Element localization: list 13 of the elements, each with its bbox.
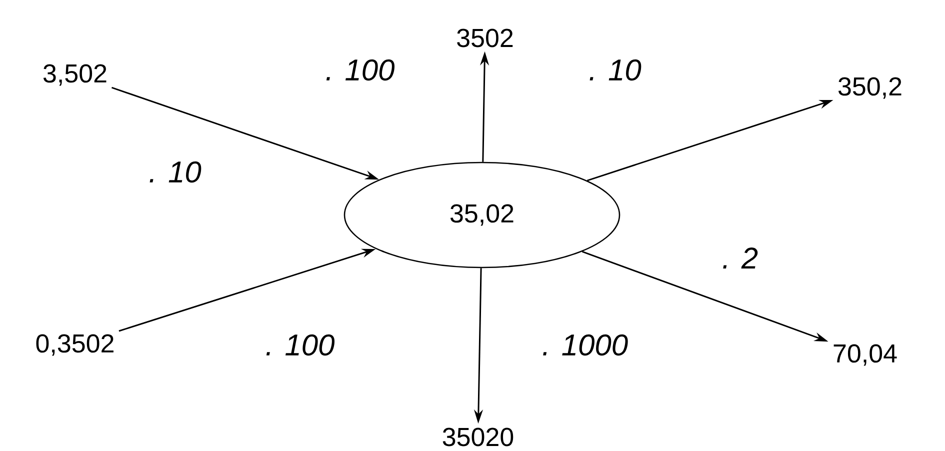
edge-label: . 10	[146, 159, 204, 185]
edge-label: . 100	[263, 332, 337, 358]
number-label: 3502	[457, 28, 513, 48]
edge-label: . 1000	[540, 332, 630, 358]
ellipse-node: 35,02	[344, 162, 620, 268]
number-label: 350,2	[838, 77, 902, 99]
edge-label: . 10	[586, 57, 644, 83]
number-label: 0,3502	[36, 334, 114, 356]
number-label: 35020	[442, 428, 514, 446]
number-label: 3,502	[43, 64, 106, 86]
edge-label: . 100	[323, 57, 397, 83]
edge-label: . 2	[720, 246, 760, 270]
number-label: 70,04	[834, 344, 897, 366]
